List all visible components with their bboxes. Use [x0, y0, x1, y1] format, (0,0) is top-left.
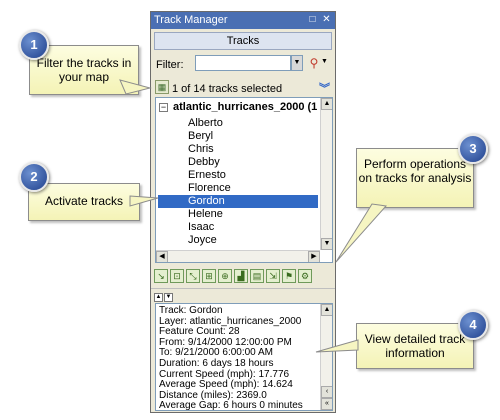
info-line: Feature Count: 28	[159, 326, 240, 338]
info-line: Average Speed (mph): 14.624	[159, 379, 293, 391]
pointer-4	[315, 339, 359, 353]
track-item[interactable]: Debby	[188, 156, 220, 168]
scroll-left-icon[interactable]: ◀	[156, 251, 168, 262]
tab-tracks[interactable]: Tracks	[154, 32, 332, 50]
filter-options-icon[interactable]: ⚲	[309, 56, 319, 70]
callout-badge-3: 3	[458, 134, 488, 164]
expand-up-icon[interactable]: ▲	[154, 293, 163, 302]
callout-badge-4: 4	[458, 310, 488, 340]
info-line: Track: Gordon	[159, 305, 223, 316]
info-line: To: 9/21/2000 6:00:00 AM	[159, 347, 273, 359]
track-operations-toolbar: ↘ ⊡ ⤡ ⊞ ⊕ ▟ ▤ ⇲ ⚑ ⚙	[154, 269, 332, 285]
chart-icon[interactable]: ▟	[234, 269, 248, 283]
tree-collapse-icon[interactable]: −	[159, 102, 168, 112]
track-tool-3-icon[interactable]: ⤡	[186, 269, 200, 283]
track-item[interactable]: Alberto	[188, 117, 223, 129]
pointer-2	[129, 195, 159, 207]
pointer-1	[119, 79, 152, 95]
table-icon[interactable]: ▤	[250, 269, 264, 283]
scroll-up-icon[interactable]: ▲	[321, 98, 332, 110]
track-item[interactable]: Joyce	[188, 234, 217, 246]
panel-splitter[interactable]	[151, 288, 335, 292]
window-title-bar[interactable]: Track Manager	[151, 12, 335, 29]
restore-icon[interactable]: □	[309, 14, 316, 25]
scroll-down-icon[interactable]: «	[321, 398, 332, 410]
info-line: Duration: 6 days 18 hours	[159, 357, 274, 369]
track-item[interactable]: Beryl	[188, 130, 214, 142]
chevron-down-icon[interactable]: ▼	[321, 58, 328, 65]
window-title: Track Manager	[154, 14, 228, 26]
selection-status: 1 of 14 tracks selected	[172, 83, 283, 95]
callout-badge-2: 2	[19, 162, 49, 192]
flag-icon[interactable]: ⚑	[282, 269, 296, 283]
track-tool-1-icon[interactable]: ↘	[154, 269, 168, 283]
scroll-up-icon[interactable]: ▲	[321, 304, 332, 316]
callout-operations: Perform operations on tracks for analysi…	[356, 148, 474, 208]
track-item[interactable]: Isaac	[188, 221, 215, 233]
collapse-chevron-icon[interactable]: ︾	[319, 83, 330, 95]
track-tool-4-icon[interactable]: ⊞	[202, 269, 216, 283]
info-line: From: 9/14/2000 12:00:00 PM	[159, 336, 292, 348]
info-line: Distance (miles): 2369.0	[159, 389, 267, 401]
callout-info-text: View detailed track information	[364, 332, 466, 360]
callout-filter: Filter the tracks in your map	[29, 45, 139, 95]
scroll-right-icon[interactable]: ▶	[308, 251, 320, 262]
tab-tracks-label: Tracks	[226, 35, 260, 47]
zoom-icon[interactable]: ⊕	[218, 269, 232, 283]
callout-filter-text: Filter the tracks in your map	[36, 56, 132, 84]
close-icon[interactable]: ✕	[322, 14, 331, 25]
export-icon[interactable]: ⇲	[266, 269, 280, 283]
tree-group-layer[interactable]: atlantic_hurricanes_2000 (1 sel	[173, 101, 323, 113]
scroll-collapse-icon[interactable]: ‹	[321, 386, 332, 398]
track-item[interactable]: Helene	[188, 208, 223, 220]
callout-info: View detailed track information	[356, 323, 474, 369]
select-tracks-icon[interactable]: ▦	[155, 80, 169, 94]
track-manager-window: Track Manager □ ✕ Tracks Filter: ▼ ⚲ ▼ ▦…	[150, 11, 336, 413]
pointer-3	[335, 203, 387, 263]
callout-activate-text: Activate tracks	[44, 194, 124, 208]
callout-badge-1: 1	[19, 30, 49, 60]
track-item[interactable]: Chris	[188, 143, 214, 155]
track-item[interactable]: Ernesto	[188, 169, 226, 181]
tree-horizontal-scrollbar[interactable]: ◀ ▶	[156, 250, 320, 262]
filter-input[interactable]	[195, 55, 291, 71]
expand-down-icon[interactable]: ▼	[164, 293, 173, 302]
track-tree: − atlantic_hurricanes_2000 (1 sel Albert…	[155, 97, 333, 263]
scroll-down-icon[interactable]: ▼	[321, 238, 332, 250]
info-vertical-scrollbar[interactable]: ▲ ‹ «	[320, 304, 332, 410]
settings-icon[interactable]: ⚙	[298, 269, 312, 283]
track-item[interactable]: Gordon	[158, 195, 318, 208]
info-line: Current Speed (mph): 17.776	[159, 368, 290, 380]
info-line: Layer: atlantic_hurricanes_2000	[159, 315, 302, 327]
filter-dropdown-button[interactable]: ▼	[291, 55, 303, 71]
callout-operations-text: Perform operations on tracks for analysi…	[358, 157, 472, 185]
tree-vertical-scrollbar[interactable]: ▲ ▼	[320, 98, 332, 250]
info-line: Average Gap: 6 hours 0 minutes	[159, 400, 303, 411]
track-item[interactable]: Florence	[188, 182, 231, 194]
filter-label: Filter:	[156, 59, 184, 71]
track-tool-2-icon[interactable]: ⊡	[170, 269, 184, 283]
